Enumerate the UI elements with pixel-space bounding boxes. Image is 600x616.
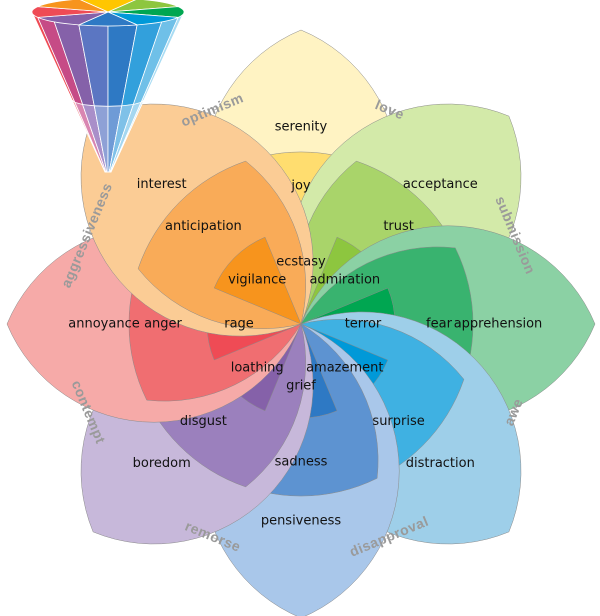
emotion-label-sadness: sadness: [275, 455, 328, 470]
emotion-label-admiration: admiration: [309, 273, 380, 288]
emotion-label-ecstasy: ecstasy: [276, 255, 326, 270]
emotion-label-terror: terror: [345, 317, 382, 332]
cone-top-sector: [37, 0, 109, 13]
cone-top-sector: [79, 0, 137, 13]
emotion-label-serenity: serenity: [275, 120, 328, 135]
petal-anticipation-inner: [213, 236, 302, 325]
emotion-label-loathing: loathing: [231, 360, 284, 375]
emotion-label-rage: rage: [224, 317, 254, 332]
petals-group: [6, 29, 596, 616]
cone-strip-light: [110, 99, 145, 173]
emotion-label-distraction: distraction: [406, 456, 475, 471]
cone-top-sector: [107, 11, 179, 26]
cone-top-sector: [31, 6, 109, 18]
emotion-label-boredom: boredom: [133, 456, 191, 471]
emotion-label-surprise: surprise: [372, 414, 424, 429]
emotion-label-amazement: amazement: [306, 360, 383, 375]
emotion-label-trust: trust: [383, 219, 414, 234]
emotion-label-fear: fear: [426, 317, 453, 332]
emotion-label-anger: anger: [144, 317, 182, 332]
emotion-label-interest: interest: [137, 177, 187, 192]
cone-top-sector: [107, 6, 185, 18]
emotion-label-acceptance: acceptance: [403, 177, 478, 192]
emotion-label-pensiveness: pensiveness: [261, 514, 342, 529]
emotion-labels-group: ecstasy joy serenity admiration trust accepta…: [68, 120, 542, 529]
emotion-label-apprehension: apprehension: [454, 317, 543, 332]
emotion-label-grief: grief: [286, 379, 316, 394]
emotion-label-vigilance: vigilance: [228, 273, 286, 288]
emotion-label-joy: joy: [290, 179, 311, 194]
emotion-cone-icon: [31, 0, 185, 173]
cone-top-sector: [78, 11, 138, 27]
emotion-label-anticipation: anticipation: [165, 219, 242, 234]
emotion-label-annoyance: annoyance: [68, 317, 139, 332]
emotion-label-disgust: disgust: [180, 414, 227, 429]
